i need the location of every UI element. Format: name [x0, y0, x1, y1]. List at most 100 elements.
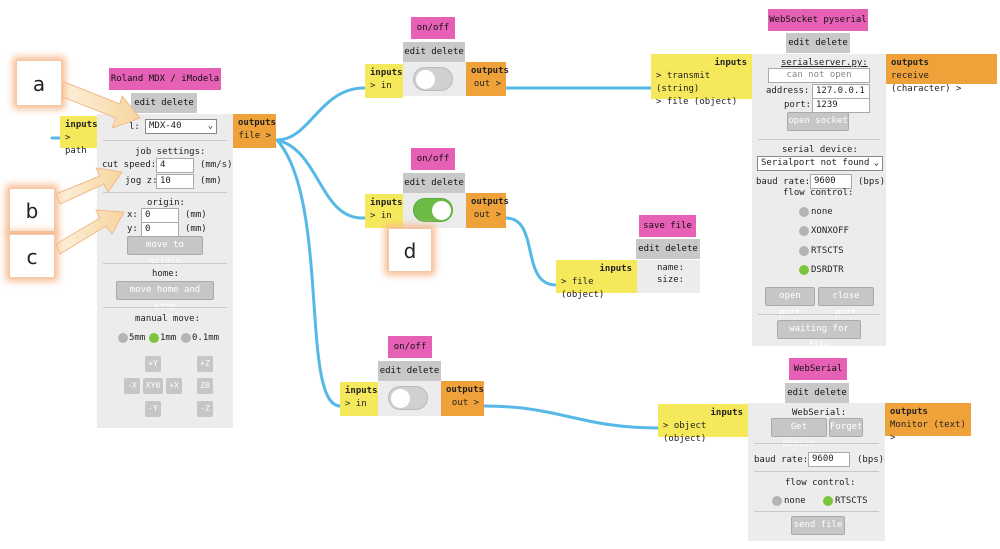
step-1mm-radio[interactable] — [149, 333, 159, 343]
socket-status-field: can not open — [768, 68, 870, 83]
origin-x-input[interactable]: 0 — [141, 208, 179, 223]
onoff2-toggle[interactable] — [413, 198, 453, 222]
roland-title: Roland MDX / iModela — [109, 68, 221, 90]
move-to-origin-button[interactable]: move to origin — [127, 236, 203, 267]
roland-edit-delete[interactable]: edit delete — [131, 93, 197, 113]
jog-minus-z-button[interactable]: -Z — [197, 401, 213, 417]
onoff1-output-out[interactable]: out > — [473, 79, 501, 89]
onoff3-input-in[interactable]: > in — [345, 399, 367, 409]
port-label: port: — [784, 100, 812, 110]
onoff1-input-in[interactable]: > in — [370, 81, 392, 91]
jog-z-unit: (mm) — [200, 176, 222, 186]
onoff2-input-in[interactable]: > in — [370, 211, 392, 221]
chevron-down-icon: ⌄ — [207, 121, 213, 131]
jog-minus-x-button[interactable]: -X — [124, 378, 140, 394]
waiting-for-file-button[interactable]: waiting for file — [777, 320, 861, 351]
onoff1-toggle[interactable] — [413, 67, 453, 91]
onoff2-output-out[interactable]: out > — [473, 210, 501, 220]
savefile-input-file[interactable]: > file (object) — [561, 277, 605, 300]
roland-outputs-port[interactable]: outputs file > — [233, 114, 276, 148]
webserial-input-object[interactable]: > object (object) — [663, 421, 707, 444]
onoff1-edit-delete[interactable]: edit delete — [403, 42, 465, 62]
ws-baud-input[interactable]: 9600 — [810, 174, 852, 189]
ws-flow-none-radio[interactable] — [799, 207, 809, 217]
webserial-edit-delete[interactable]: edit delete — [785, 383, 849, 403]
get-device-button[interactable]: Get Device — [771, 418, 827, 449]
divider — [758, 139, 880, 140]
send-file-button[interactable]: send file — [791, 516, 845, 535]
wsr-baud-input[interactable]: 9600 — [808, 452, 850, 467]
onoff3-edit-delete[interactable]: edit delete — [378, 361, 441, 381]
onoff3-output-out[interactable]: out > — [451, 398, 479, 408]
wsr-flow-none-radio[interactable] — [772, 496, 782, 506]
onoff1-outputs-port[interactable]: outputs out > — [466, 62, 509, 96]
machine-select[interactable]: MDX-40 ⌄ — [145, 119, 217, 134]
jog-plus-z-button[interactable]: +Z — [197, 356, 213, 372]
onoff3-toggle[interactable] — [388, 386, 428, 410]
wsr-flow-rtscts-radio[interactable] — [823, 496, 833, 506]
websocket-outputs-label: outputs — [891, 58, 929, 68]
onoff2-inputs-port[interactable]: inputs > in — [365, 194, 403, 228]
jog-z-input[interactable]: 10 — [156, 174, 194, 189]
jog-plus-y-button[interactable]: +Y — [145, 356, 161, 372]
toggle-knob — [391, 389, 410, 408]
webserial-label: WebSerial: — [792, 408, 847, 418]
roland-inputs-port[interactable]: inputs > path — [60, 116, 98, 156]
websocket-outputs-port[interactable]: outputs receive (character) > — [886, 54, 997, 94]
websocket-edit-delete[interactable]: edit delete — [786, 33, 850, 53]
roland-body: l: MDX-40 ⌄ job settings: cut speed: 4 (… — [97, 114, 233, 428]
close-port-button[interactable]: close port — [818, 287, 874, 318]
origin-y-unit: (mm) — [185, 224, 207, 234]
websocket-input-transmit[interactable]: > transmit (string) — [656, 71, 711, 94]
ws-flow-dsrdtr-radio[interactable] — [799, 265, 809, 275]
onoff2-outputs-port[interactable]: outputs out > — [466, 193, 509, 228]
websocket-output-receive[interactable]: receive (character) > — [891, 71, 962, 94]
savefile-inputs-port[interactable]: inputs > file (object) — [556, 260, 637, 300]
wsr-flow-rtscts-label: RTSCTS — [835, 496, 868, 506]
serialserver-link[interactable]: serialserver.py: — [781, 58, 868, 68]
origin-y-label: y: — [127, 224, 138, 234]
websocket-inputs-port[interactable]: inputs > transmit (string) > file (objec… — [651, 54, 752, 107]
onoff3-outputs-port[interactable]: outputs out > — [441, 381, 484, 416]
ws-flow-xonxoff-radio[interactable] — [799, 226, 809, 236]
ws-flow-none-label: none — [811, 207, 833, 217]
jog-z0-button[interactable]: Z0 — [197, 378, 213, 394]
onoff2-edit-delete[interactable]: edit delete — [403, 173, 465, 193]
machine-label: l: — [129, 122, 140, 132]
websocket-inputs-label: inputs — [714, 58, 747, 68]
onoff1-body — [403, 62, 466, 96]
jog-plus-x-button[interactable]: +X — [166, 378, 182, 394]
step-01mm-radio[interactable] — [181, 333, 191, 343]
open-socket-button[interactable]: open socket — [787, 112, 849, 131]
arrow-b-icon — [55, 167, 123, 205]
onoff3-inputs-port[interactable]: inputs > in — [340, 382, 378, 416]
jog-xy0-button[interactable]: XY0 — [143, 378, 163, 394]
onoff1-inputs-port[interactable]: inputs > in — [365, 64, 403, 98]
divider — [103, 307, 227, 308]
wsr-baud-label: baud rate: — [754, 455, 809, 465]
websocket-input-file[interactable]: > file (object) — [656, 97, 738, 107]
ws-flow-dsrdtr-label: DSRDTR — [811, 265, 844, 275]
divider — [103, 140, 227, 141]
jog-minus-y-button[interactable]: -Y — [145, 401, 161, 417]
forget-button[interactable]: Forget — [829, 418, 863, 437]
cut-speed-input[interactable]: 4 — [156, 158, 194, 173]
serial-device-select[interactable]: Serialport not found ⌄ — [757, 156, 883, 171]
roland-input-path[interactable]: > path — [65, 133, 87, 156]
webserial-inputs-port[interactable]: inputs > object (object) — [658, 404, 748, 444]
ws-flow-rtscts-radio[interactable] — [799, 246, 809, 256]
cut-speed-label: cut speed: — [102, 160, 157, 170]
callout-b: b — [9, 188, 55, 232]
home-label: home: — [152, 269, 180, 279]
open-port-button[interactable]: open port — [765, 287, 815, 318]
roland-outputs-label: outputs — [238, 118, 276, 128]
onoff3-inputs-label: inputs — [345, 386, 378, 396]
roland-output-file[interactable]: file > — [238, 131, 271, 141]
serial-device-label: serial device: — [782, 145, 858, 155]
step-5mm-radio[interactable] — [118, 333, 128, 343]
webserial-outputs-port[interactable]: outputs Monitor (text) > — [885, 403, 971, 443]
webserial-output-monitor[interactable]: Monitor (text) > — [890, 420, 966, 443]
ws-baud-label: baud rate: — [756, 177, 811, 187]
savefile-edit-delete[interactable]: edit delete — [636, 239, 700, 259]
